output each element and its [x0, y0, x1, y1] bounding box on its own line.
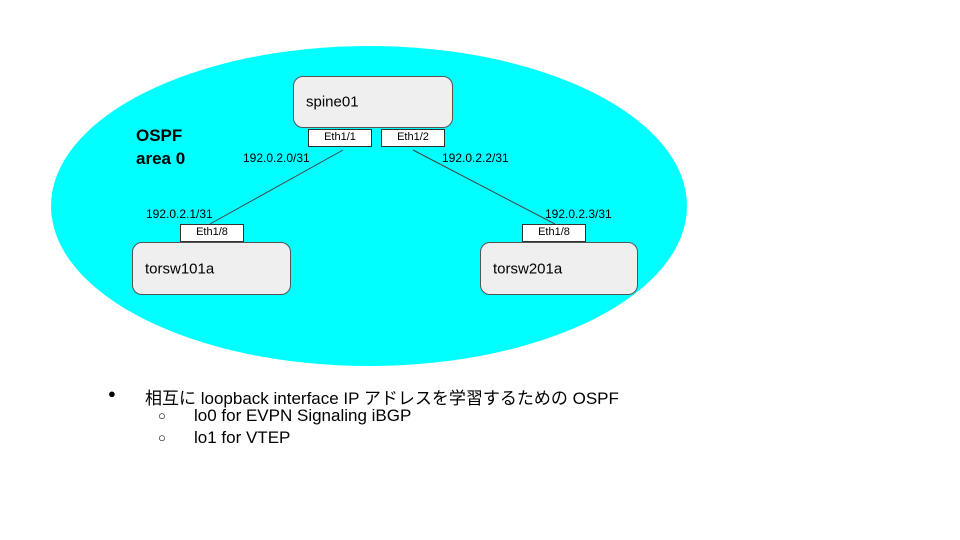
- port-spine-eth1-2: Eth1/2: [381, 129, 445, 147]
- note-sub-2-text: lo1 for VTEP: [194, 428, 291, 447]
- bullet-icon: ●: [108, 386, 116, 401]
- port-tor1-eth1-8: Eth1/8: [180, 224, 244, 242]
- node-torsw101a[interactable]: torsw101a: [132, 242, 291, 295]
- port-tor2-eth1-8: Eth1/8: [522, 224, 586, 242]
- node-label: spine01: [306, 93, 359, 111]
- sub-bullet-icon: ○: [158, 408, 166, 423]
- port-spine-eth1-1: Eth1/1: [308, 129, 372, 147]
- ospf-area-label: OSPF area 0: [136, 124, 185, 170]
- link-spine-tor2: [412, 149, 556, 225]
- link-spine-tor1: [209, 149, 344, 225]
- ip-tor1-eth1-8: 192.0.2.1/31: [146, 207, 213, 221]
- node-label: torsw101a: [145, 260, 215, 277]
- note-main-text: 相互に loopback interface IP アドレスを学習するための O…: [145, 389, 619, 408]
- ip-spine-eth1-1: 192.0.2.0/31: [243, 151, 310, 165]
- area-id: area 0: [136, 149, 186, 168]
- ip-spine-eth1-2: 192.0.2.2/31: [442, 151, 509, 165]
- ip-tor2-eth1-8: 192.0.2.3/31: [545, 207, 612, 221]
- area-protocol: OSPF: [136, 126, 183, 145]
- sub-bullet-icon: ○: [158, 430, 166, 445]
- node-spine01[interactable]: spine01: [293, 76, 453, 128]
- node-label: torsw201a: [493, 260, 563, 277]
- node-torsw201a[interactable]: torsw201a: [480, 242, 638, 295]
- note-sub-1-text: lo0 for EVPN Signaling iBGP: [194, 406, 412, 425]
